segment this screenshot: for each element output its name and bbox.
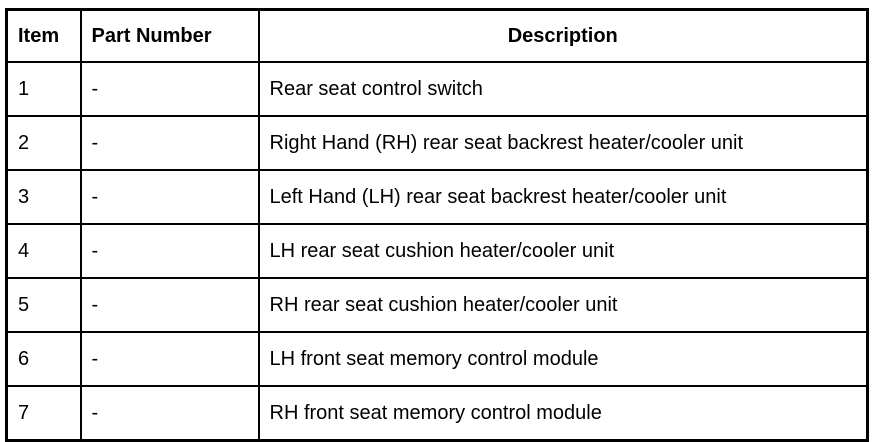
cell-item: 6 — [5, 331, 82, 387]
cell-part-number: - — [79, 331, 260, 387]
table-row: 1 - Rear seat control switch — [5, 61, 869, 117]
column-header-item: Item — [5, 8, 82, 63]
cell-part-number: - — [79, 385, 260, 442]
table-row: 6 - LH front seat memory control module — [5, 331, 869, 387]
column-header-description: Description — [257, 8, 869, 63]
parts-table-container: Item Part Number Description 1 - Rear se… — [5, 8, 869, 442]
cell-description: Rear seat control switch — [257, 61, 869, 117]
table-row: 4 - LH rear seat cushion heater/cooler u… — [5, 223, 869, 279]
cell-description: RH front seat memory control module — [257, 385, 869, 442]
cell-description: RH rear seat cushion heater/cooler unit — [257, 277, 869, 333]
cell-item: 5 — [5, 277, 82, 333]
cell-description: Right Hand (RH) rear seat backrest heate… — [257, 115, 869, 171]
cell-description: LH rear seat cushion heater/cooler unit — [257, 223, 869, 279]
column-header-part-number: Part Number — [79, 8, 260, 63]
cell-part-number: - — [79, 277, 260, 333]
cell-part-number: - — [79, 115, 260, 171]
cell-part-number: - — [79, 169, 260, 225]
table-header: Item Part Number Description — [5, 8, 869, 63]
table-row: 5 - RH rear seat cushion heater/cooler u… — [5, 277, 869, 333]
cell-description: LH front seat memory control module — [257, 331, 869, 387]
table-header-row: Item Part Number Description — [5, 8, 869, 63]
cell-description: Left Hand (LH) rear seat backrest heater… — [257, 169, 869, 225]
cell-part-number: - — [79, 61, 260, 117]
cell-item: 1 — [5, 61, 82, 117]
table-body: 1 - Rear seat control switch 2 - Right H… — [5, 61, 869, 442]
cell-item: 2 — [5, 115, 82, 171]
table-row: 2 - Right Hand (RH) rear seat backrest h… — [5, 115, 869, 171]
cell-item: 7 — [5, 385, 82, 442]
parts-table: Item Part Number Description 1 - Rear se… — [5, 8, 869, 442]
cell-item: 4 — [5, 223, 82, 279]
cell-part-number: - — [79, 223, 260, 279]
table-row: 3 - Left Hand (LH) rear seat backrest he… — [5, 169, 869, 225]
cell-item: 3 — [5, 169, 82, 225]
table-row: 7 - RH front seat memory control module — [5, 385, 869, 442]
